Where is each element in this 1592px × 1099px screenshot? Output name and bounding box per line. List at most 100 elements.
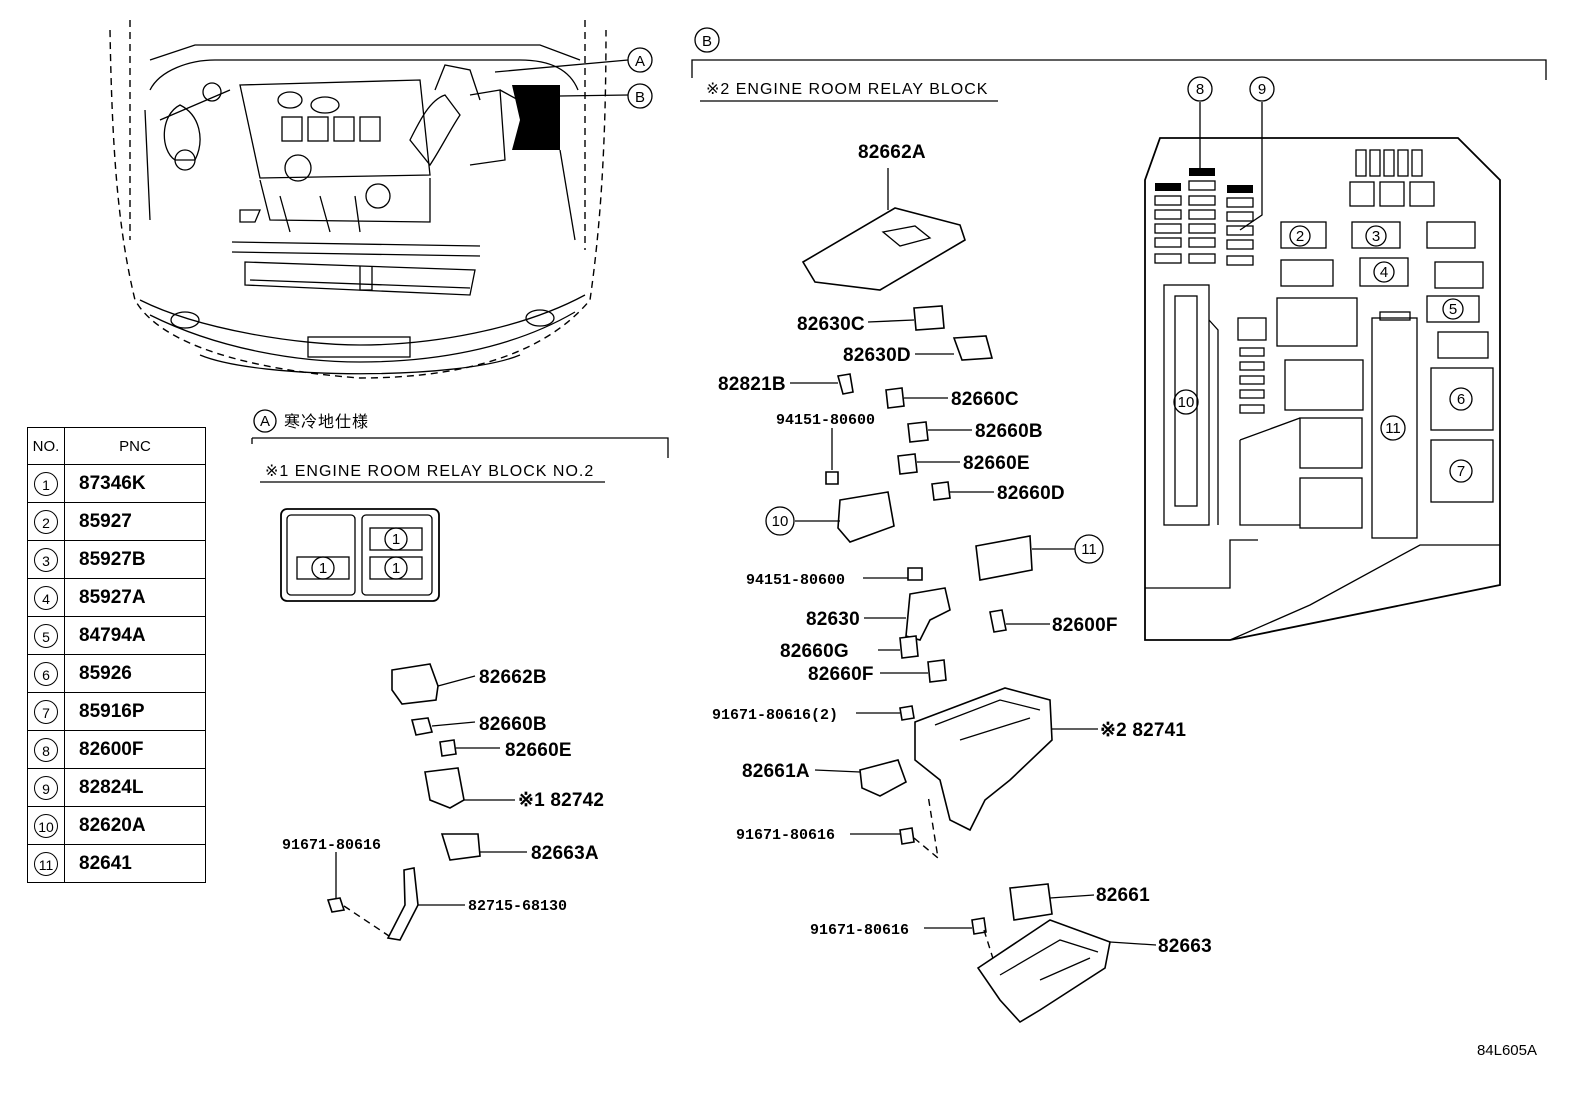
relay-num-5: 5 (1449, 301, 1457, 318)
label-91671-a: 91671-80616 (282, 837, 381, 854)
label-82660G: 82660G (780, 641, 849, 662)
label-82715: 82715-68130 (468, 898, 567, 915)
callout-a-circle (627, 47, 653, 73)
row-number: 1 (34, 471, 58, 496)
section-b-bracket (691, 59, 1547, 80)
row-number: 9 (34, 775, 58, 800)
relay-num-8: 8 (1196, 81, 1204, 98)
item-11-text: 11 (1081, 541, 1097, 558)
block2-item-1b: 1 (392, 531, 400, 548)
item-10-circle (765, 506, 795, 536)
label-82741: ※2 82741 (1100, 720, 1186, 741)
label-82600F: 82600F (1052, 615, 1118, 636)
relay-num-2: 2 (1296, 228, 1304, 245)
table-header-row: NO. PNC (27, 427, 206, 465)
row-number: 8 (34, 737, 58, 762)
label-82662B: 82662B (479, 667, 547, 688)
relay-num-9: 9 (1258, 81, 1266, 98)
block2-item-1c: 1 (392, 560, 400, 577)
relay-num-6: 6 (1457, 391, 1465, 408)
section-a-bracket (252, 437, 669, 458)
section-b-circle (694, 27, 720, 53)
label-82660E-a: 82660E (505, 740, 572, 761)
row-number: 10 (34, 813, 58, 838)
label-82660E-b: 82660E (963, 453, 1030, 474)
header-pnc: PNC (64, 427, 206, 465)
relay-block-no2 (280, 508, 440, 602)
row-pnc: 82641 (64, 844, 206, 883)
label-82662A: 82662A (858, 142, 926, 163)
row-pnc: 85926 (64, 654, 206, 693)
relay-num-10: 10 (1178, 394, 1195, 411)
row-pnc: 82600F (64, 730, 206, 769)
item-10-text: 10 (772, 513, 789, 530)
label-82660F: 82660F (808, 664, 874, 685)
relay-num-7: 7 (1457, 463, 1465, 480)
reference-code: 84L605A (1476, 1042, 1537, 1059)
row-pnc: 85916P (64, 692, 206, 731)
relay-num-3: 3 (1372, 228, 1380, 245)
label-82663: 82663 (1158, 936, 1212, 957)
section-b-letter: B (702, 33, 712, 50)
header-no: NO. (27, 427, 65, 465)
label-82660D: 82660D (997, 483, 1065, 504)
engine-bay-illustration (109, 20, 629, 379)
row-pnc: 84794A (64, 616, 206, 655)
row-number: 3 (34, 547, 58, 572)
label-82663A: 82663A (531, 843, 599, 864)
label-91671-c: 91671-80616 (810, 922, 909, 939)
row-number: 4 (34, 585, 58, 610)
relay-num-11: 11 (1385, 420, 1401, 437)
row-pnc: 82620A (64, 806, 206, 845)
section-a-letter: A (260, 413, 270, 430)
label-94151-b: 94151-80600 (746, 572, 845, 589)
label-82821B: 82821B (718, 374, 786, 395)
callout-b-text: B (635, 89, 645, 106)
label-91671-b: 91671-80616 (736, 827, 835, 844)
callout-a-text: A (635, 53, 645, 70)
label-82630: 82630 (806, 609, 860, 630)
label-82630D: 82630D (843, 345, 911, 366)
row-number: 6 (34, 661, 58, 686)
label-82661: 82661 (1096, 885, 1150, 906)
section-a-title: ※1 ENGINE ROOM RELAY BLOCK NO.2 (265, 463, 594, 480)
row-pnc: 85927 (64, 502, 206, 541)
row-pnc: 82824L (64, 768, 206, 807)
row-pnc: 85927B (64, 540, 206, 579)
section-a-note: 寒冷地仕様 (284, 412, 369, 431)
label-82661A: 82661A (742, 761, 810, 782)
row-number: 11 (34, 851, 58, 876)
label-82630C: 82630C (797, 314, 865, 335)
label-91671-2: 91671-80616(2) (712, 707, 838, 724)
label-82742: ※1 82742 (518, 790, 604, 811)
row-number: 2 (34, 509, 58, 534)
callout-b-circle (627, 83, 653, 109)
block2-item-1a: 1 (319, 560, 327, 577)
row-number: 5 (34, 623, 58, 648)
label-82660C: 82660C (951, 389, 1019, 410)
row-number: 7 (34, 699, 58, 724)
section-a-parts (326, 663, 527, 941)
item-11-circle (1074, 534, 1104, 564)
engine-room-relay-block-layout (1144, 102, 1501, 641)
section-a-circle (253, 409, 277, 433)
row-pnc: 87346K (64, 464, 206, 503)
label-94151-a: 94151-80600 (776, 412, 875, 429)
section-b-parts (790, 168, 1157, 1024)
row-pnc: 85927A (64, 578, 206, 617)
label-82660B-b: 82660B (975, 421, 1043, 442)
section-b-title: ※2 ENGINE ROOM RELAY BLOCK (706, 81, 988, 98)
